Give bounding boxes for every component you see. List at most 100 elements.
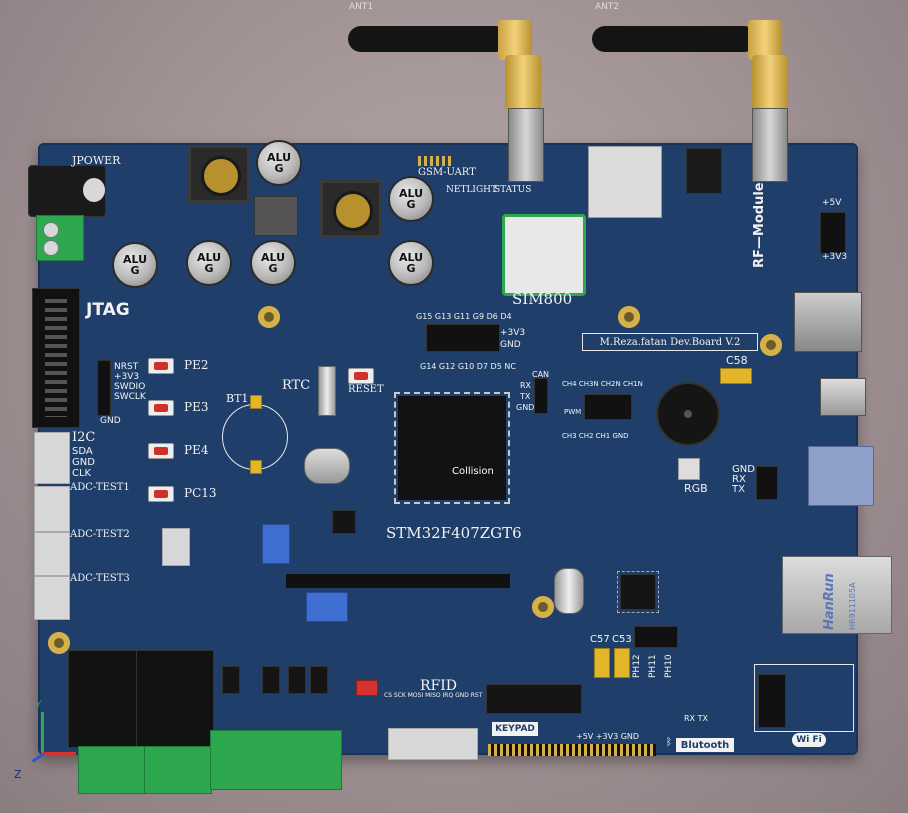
jpower-label: JPOWER xyxy=(72,154,121,167)
jst-small[interactable] xyxy=(162,528,190,566)
terminal-block-power[interactable] xyxy=(36,215,84,261)
uart-gnd-label: GND xyxy=(732,464,755,475)
regulator-chip xyxy=(254,196,298,236)
bottom-header-label: +5V +3V3 GND xyxy=(576,732,640,741)
bluetooth-icon: ᛒ xyxy=(666,737,672,748)
inductor-1 xyxy=(188,145,250,203)
pe2-label: PE2 xyxy=(184,358,209,372)
button-pe3[interactable] xyxy=(148,400,174,416)
bluetooth-label: Blutooth xyxy=(676,738,734,752)
button-pc13[interactable] xyxy=(148,486,174,502)
usb-mini-port[interactable] xyxy=(820,378,866,416)
keypad-header[interactable] xyxy=(488,744,656,756)
adc-test3-connector[interactable] xyxy=(34,576,70,620)
ph12-label: PH12 xyxy=(632,654,642,678)
lcd-header[interactable] xyxy=(286,574,510,588)
rf-header[interactable] xyxy=(820,212,846,254)
rf-module-label: RF—Module xyxy=(752,182,767,268)
audio-jack[interactable] xyxy=(686,148,722,194)
terminal-block-2[interactable] xyxy=(144,746,212,794)
sim-card-holder[interactable] xyxy=(588,146,662,218)
bt-pins-label: RX TX xyxy=(684,714,708,723)
gpio-header[interactable] xyxy=(426,324,500,352)
antenna-label-1: ANT1 xyxy=(349,2,374,12)
ph-header[interactable] xyxy=(634,626,678,648)
i2c-connector[interactable] xyxy=(34,432,70,484)
collision-label: Collision xyxy=(452,466,494,477)
pwm-bottom-label: CH3 CH2 CH1 GND xyxy=(562,432,629,440)
swd-header[interactable] xyxy=(97,360,111,416)
dip-ic xyxy=(486,684,582,714)
pwm-label: PWM xyxy=(564,408,582,416)
trimpot-2[interactable] xyxy=(306,592,348,622)
button-pe2[interactable] xyxy=(148,358,174,374)
swd-pin-gnd: GND xyxy=(100,416,121,426)
axis-y-label: Y xyxy=(36,700,42,710)
i2c-label: I2C xyxy=(72,430,96,445)
terminal-block-1[interactable] xyxy=(78,746,146,794)
i2c-pin-gnd: GND xyxy=(72,457,95,468)
small-ic-2 xyxy=(617,571,659,613)
adc-test2-connector[interactable] xyxy=(34,532,70,576)
rgb-label: RGB xyxy=(684,482,708,495)
usb-a-port[interactable] xyxy=(808,446,874,506)
trimpot-1[interactable] xyxy=(262,524,290,564)
battery-clip-2 xyxy=(250,460,262,474)
c57-label: C57 xyxy=(590,634,610,645)
rf-5v-label: +5V xyxy=(822,198,842,208)
mount-hole-4 xyxy=(48,632,70,654)
c53-label: C53 xyxy=(612,634,632,645)
rfid-label: RFID xyxy=(420,678,458,694)
rfid-pins-label: CS SCK MOSI MISO IRQ GND RST xyxy=(384,692,483,699)
relay-1 xyxy=(68,650,138,748)
antenna-connector-right xyxy=(752,55,788,110)
opto-1 xyxy=(222,666,240,694)
mount-hole-3 xyxy=(760,334,782,356)
mcu-chip xyxy=(394,392,510,504)
gpio-top-label: G15 G13 G11 G9 D6 D4 xyxy=(416,312,512,321)
opto-2 xyxy=(262,666,280,694)
netlight-label: NETLIGHT xyxy=(446,185,498,195)
pwm-header[interactable] xyxy=(584,394,632,420)
alu-cap-4: ALU G xyxy=(186,240,232,286)
sim800-module xyxy=(502,214,586,296)
adc-test1-connector[interactable] xyxy=(34,486,70,532)
gsm-uart-header[interactable] xyxy=(418,156,454,166)
relay-2 xyxy=(136,650,214,748)
can-header[interactable] xyxy=(534,378,548,414)
uart-rx-label: RX xyxy=(732,474,746,485)
pe4-label: PE4 xyxy=(184,443,209,457)
mount-hole-5 xyxy=(532,596,554,618)
crystal-small xyxy=(554,568,584,614)
adc-test2-label: ADC-TEST2 xyxy=(70,529,130,540)
terminal-block-3[interactable] xyxy=(210,730,342,790)
antenna-left xyxy=(348,20,533,60)
adc-test3-label: ADC-TEST3 xyxy=(70,573,130,584)
alu-cap-6: ALU G xyxy=(388,240,434,286)
antenna-label-2: ANT2 xyxy=(595,2,620,12)
jtag-connector[interactable] xyxy=(32,288,80,428)
button-pe4[interactable] xyxy=(148,443,174,459)
rgb-led xyxy=(678,458,700,480)
uart-header[interactable] xyxy=(756,466,778,500)
wifi-module-outline xyxy=(754,664,854,732)
i2c-pin-clk: CLK xyxy=(72,468,92,479)
ph10-label: PH10 xyxy=(664,654,674,678)
alu-cap-5: ALU G xyxy=(250,240,296,286)
swd-pin-3v3: +3V3 xyxy=(114,372,140,382)
jumper-red[interactable] xyxy=(356,680,378,696)
small-ic-1 xyxy=(332,510,356,534)
ph11-label: PH11 xyxy=(648,654,658,678)
reset-button[interactable] xyxy=(348,368,374,384)
rtc-label: RTC xyxy=(282,378,311,393)
micro-sd-slot[interactable] xyxy=(794,292,862,352)
power-jack[interactable] xyxy=(28,165,106,217)
dev-board-label: M.Reza.fatan Dev.Board V.2 xyxy=(582,333,758,351)
wifi-module-header[interactable] xyxy=(758,674,786,728)
gsm-uart-label: GSM-UART xyxy=(418,167,476,178)
ethernet-jack[interactable] xyxy=(782,556,892,634)
rfid-connector[interactable] xyxy=(388,728,478,760)
axis-z-line xyxy=(31,752,45,763)
gpio-bottom-label: G14 G12 G10 D7 D5 NC xyxy=(420,362,516,371)
pwm-top-label: CH4 CH3N CH2N CH1N xyxy=(562,380,643,388)
